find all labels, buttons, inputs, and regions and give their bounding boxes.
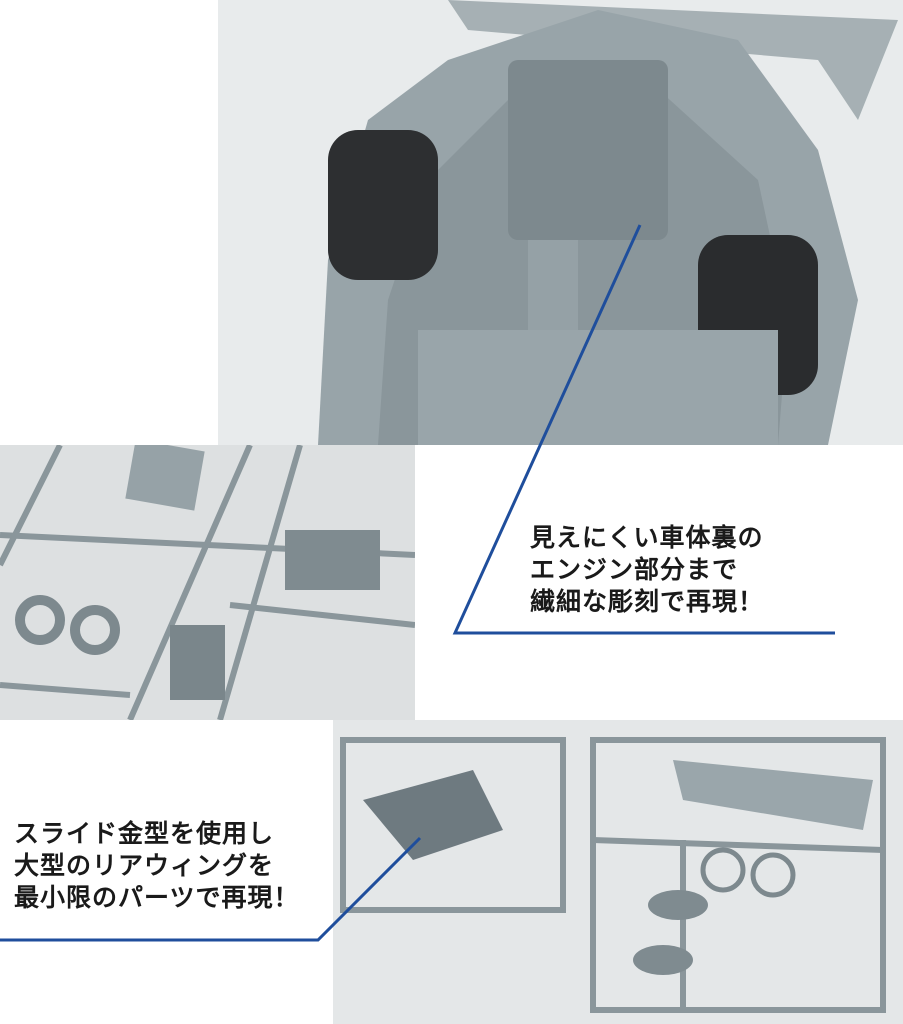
caption-line: 繊細な彫刻で再現！ — [530, 587, 765, 616]
rear-wing-sprue-photo — [333, 720, 903, 1024]
left-tire — [328, 130, 438, 280]
caption-line: 大型のリアウィングを — [14, 851, 275, 880]
chassis-underside-photo — [218, 0, 903, 445]
caption-line: 見えにくい車体裏の — [530, 523, 764, 552]
rear-wing-caption: スライド金型を使用し 大型のリアウィングを 最小限のパーツで再現！ — [14, 818, 300, 914]
caption-line: スライド金型を使用し — [14, 819, 275, 848]
caption-line: 最小限のパーツで再現！ — [14, 883, 300, 912]
engine-sprue-photo — [0, 445, 415, 720]
engine-detail-caption: 見えにくい車体裏の エンジン部分まで 繊細な彫刻で再現！ — [530, 522, 764, 618]
caption-line: エンジン部分まで — [530, 555, 739, 584]
